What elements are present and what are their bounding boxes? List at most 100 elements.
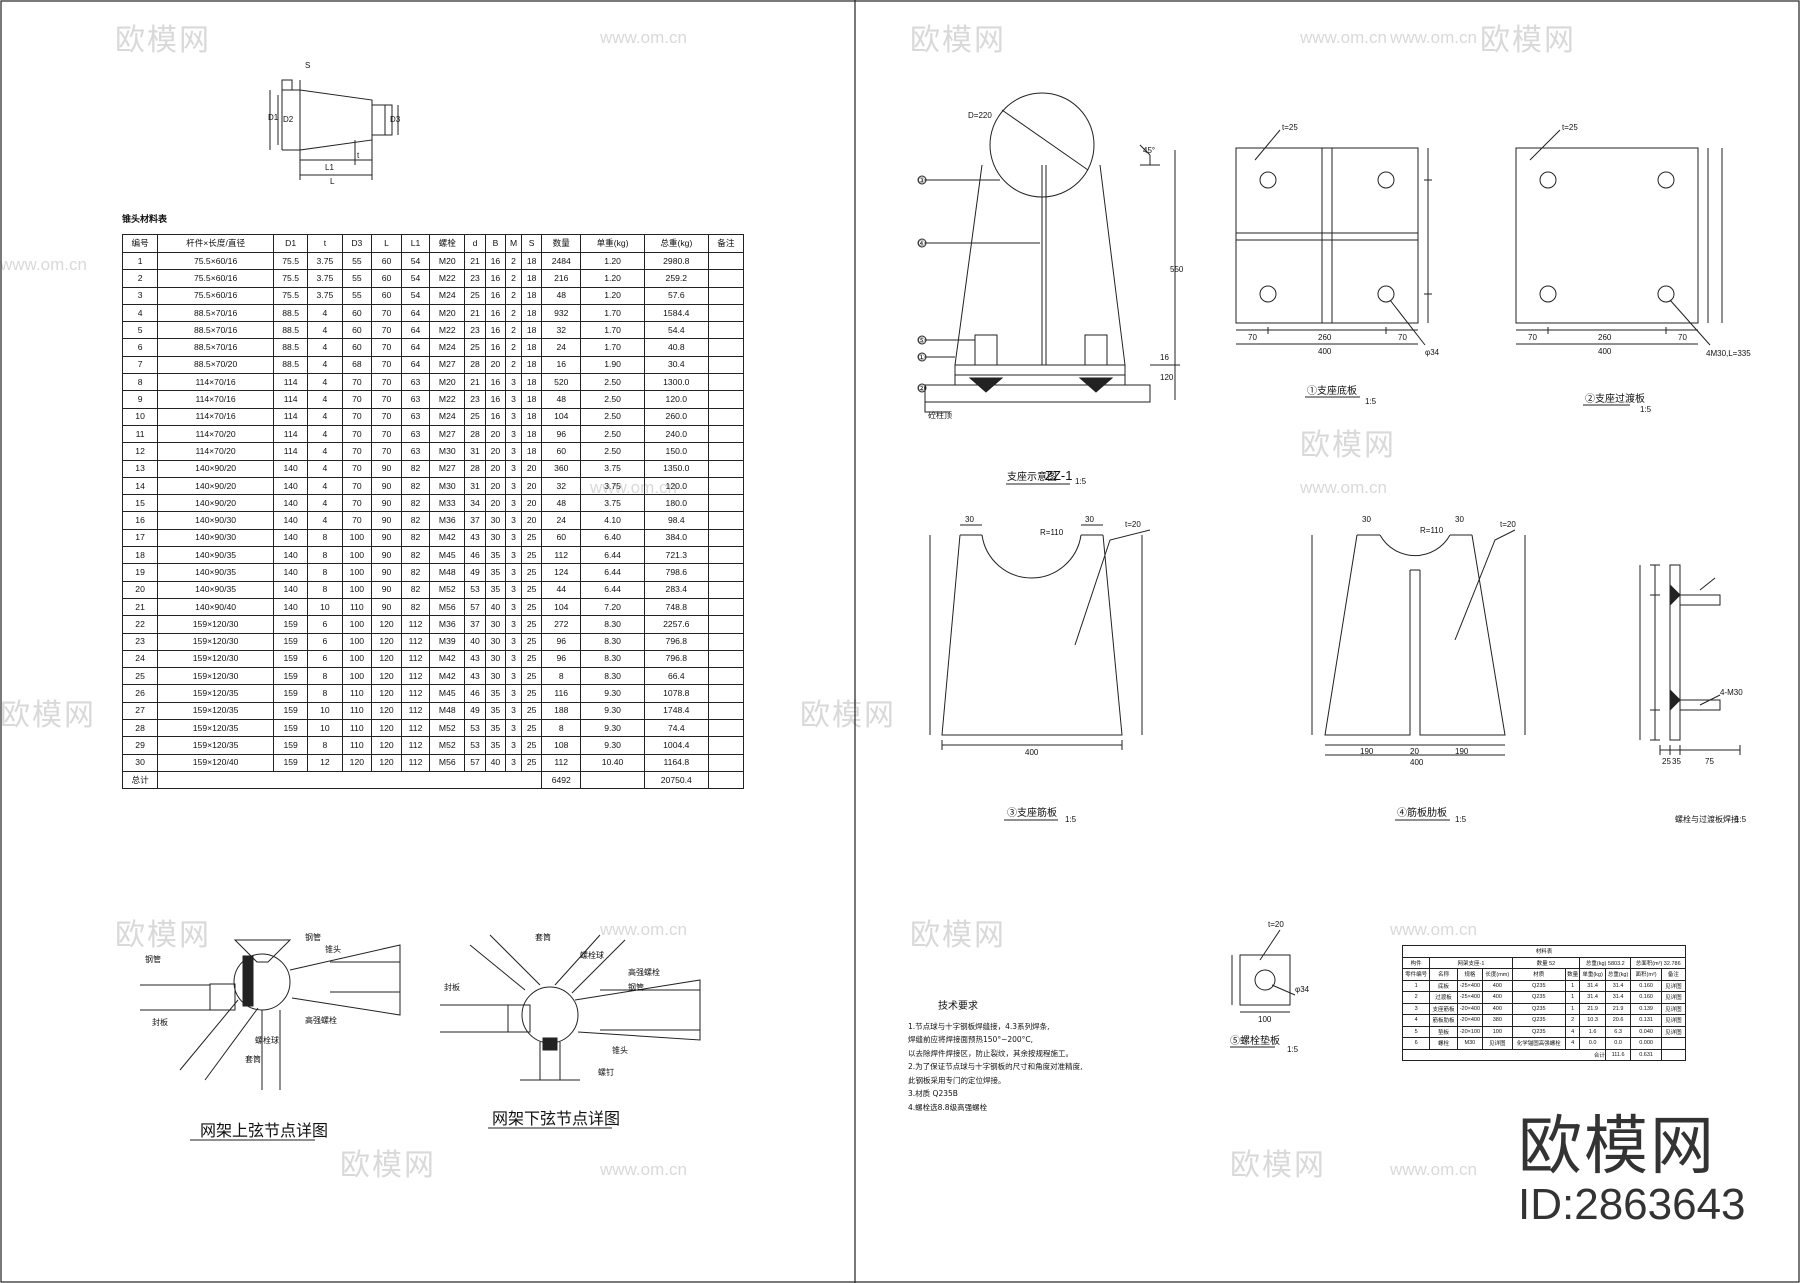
table-cell: 35 bbox=[484, 736, 507, 755]
support-num-3: ③ bbox=[918, 176, 925, 185]
table-cell: 110 bbox=[341, 719, 373, 738]
cone-dim-D1: D1 bbox=[268, 113, 279, 122]
table-cell: 37 bbox=[464, 615, 486, 634]
table-cell: M45 bbox=[429, 546, 466, 565]
table-cell bbox=[707, 286, 745, 305]
table-cell: 112 bbox=[400, 649, 431, 669]
small-table-cell: M30 bbox=[1456, 1037, 1484, 1050]
table-cell: 19 bbox=[121, 563, 159, 582]
view5-bolt-weld bbox=[1639, 564, 1741, 755]
requirement-line: 1.节点球与十字钢板焊缝接，4.3系列焊条, bbox=[908, 1021, 1050, 1031]
small-table-cell: 见详图 bbox=[1660, 1025, 1687, 1038]
v4-dim-left: 190 bbox=[1360, 747, 1374, 756]
table-cell: 3 bbox=[505, 597, 522, 617]
table-cell: 88.5×70/20 bbox=[157, 355, 275, 375]
table-cell: 88.5 bbox=[273, 338, 309, 357]
table-cell: 120 bbox=[371, 701, 402, 721]
small-table-cell: 支座筋板 bbox=[1429, 1002, 1458, 1015]
cone-dim-S: S bbox=[305, 61, 310, 70]
table-cell: 748.8 bbox=[643, 597, 709, 617]
table-cell bbox=[707, 597, 745, 617]
table-cell: 18 bbox=[520, 407, 543, 426]
v6-hole: φ34 bbox=[1295, 985, 1310, 994]
table-cell: 25 bbox=[520, 615, 543, 634]
total-count: 6492 bbox=[541, 770, 582, 790]
small-table-cell: 380 bbox=[1482, 1014, 1513, 1027]
table-cell: 3 bbox=[505, 667, 522, 686]
table-cell: 4 bbox=[307, 355, 343, 375]
table-cell: 90 bbox=[371, 494, 402, 513]
table-cell: 60 bbox=[341, 303, 373, 323]
small-table-cell: 0.131 bbox=[1630, 1014, 1662, 1027]
table-cell: 40.8 bbox=[643, 338, 709, 357]
small-table-cell: Q235 bbox=[1511, 991, 1567, 1004]
v1-dim-a: 70 bbox=[1248, 333, 1257, 342]
table-cell: 18 bbox=[520, 321, 543, 340]
table-cell: 40 bbox=[464, 632, 486, 651]
table-cell: 20 bbox=[520, 476, 543, 496]
table-header-cell: 杆件×长度/直径 bbox=[157, 234, 275, 253]
table-cell: 24 bbox=[121, 649, 159, 669]
cone-dim-t: t bbox=[357, 151, 360, 160]
table-cell: 90 bbox=[371, 546, 402, 565]
table-cell: M52 bbox=[429, 580, 466, 599]
table-cell: 1.20 bbox=[580, 251, 645, 271]
table-cell: 16 bbox=[484, 269, 507, 288]
table-cell bbox=[707, 649, 745, 669]
table-cell: 32 bbox=[541, 321, 582, 340]
table-cell bbox=[707, 407, 745, 426]
table-cell: 35 bbox=[484, 580, 507, 599]
table-cell: 16 bbox=[484, 251, 507, 271]
table-cell: 1350.0 bbox=[643, 459, 709, 478]
table-cell: 3 bbox=[505, 528, 522, 548]
table-cell: 13 bbox=[121, 459, 159, 478]
watermark-brand: 欧模网 bbox=[0, 698, 96, 733]
table-cell: M48 bbox=[429, 563, 466, 582]
table-cell: 159 bbox=[273, 701, 309, 721]
table-cell: 40 bbox=[484, 597, 507, 617]
v1-thickness: t=25 bbox=[1282, 123, 1298, 132]
table-cell: 112 bbox=[400, 684, 431, 703]
table-cell: 96 bbox=[541, 632, 582, 651]
table-cell: 3 bbox=[505, 753, 522, 772]
table-cell: 49 bbox=[464, 701, 486, 721]
requirement-line: 3.材质 Q235B bbox=[908, 1089, 958, 1098]
table-cell: 90 bbox=[371, 476, 402, 496]
table-cell: 124 bbox=[541, 563, 582, 582]
table-cell: 3 bbox=[505, 494, 522, 513]
table-cell: 3 bbox=[505, 580, 522, 599]
table-cell: 110 bbox=[341, 701, 373, 721]
table-cell: 18 bbox=[520, 355, 543, 375]
table-cell: 4 bbox=[307, 321, 343, 340]
table-cell: 34 bbox=[464, 494, 486, 513]
cone-dim-D2: D2 bbox=[283, 115, 294, 124]
table-cell: 53 bbox=[464, 719, 486, 738]
material-table-title: 锥头材料表 bbox=[122, 215, 168, 225]
table-cell: 30 bbox=[484, 649, 507, 669]
table-cell: 35 bbox=[484, 684, 507, 703]
support-num-5: ⑤ bbox=[918, 336, 925, 345]
small-table-cell: 见详图 bbox=[1660, 979, 1687, 992]
v1-dim-b: 260 bbox=[1318, 333, 1332, 342]
v6-scale: 1:5 bbox=[1287, 1045, 1299, 1054]
table-cell: 25 bbox=[121, 667, 159, 686]
table-cell: 6 bbox=[307, 632, 343, 651]
table-cell bbox=[707, 580, 745, 599]
watermark-brand: 欧模网 bbox=[1480, 23, 1576, 58]
table-cell: M27 bbox=[429, 424, 466, 444]
support-num-1: ① bbox=[918, 353, 925, 362]
table-cell: 29 bbox=[121, 736, 159, 755]
table-cell: 25 bbox=[520, 667, 543, 686]
table-header-cell: 备注 bbox=[707, 234, 745, 253]
table-cell: 90 bbox=[371, 563, 402, 582]
table-cell: 11 bbox=[121, 424, 159, 444]
watermark-url: www.om.cn bbox=[0, 255, 87, 274]
table-cell: 8 bbox=[307, 546, 343, 565]
table-cell: 43 bbox=[464, 649, 486, 669]
table-cell bbox=[707, 373, 745, 392]
